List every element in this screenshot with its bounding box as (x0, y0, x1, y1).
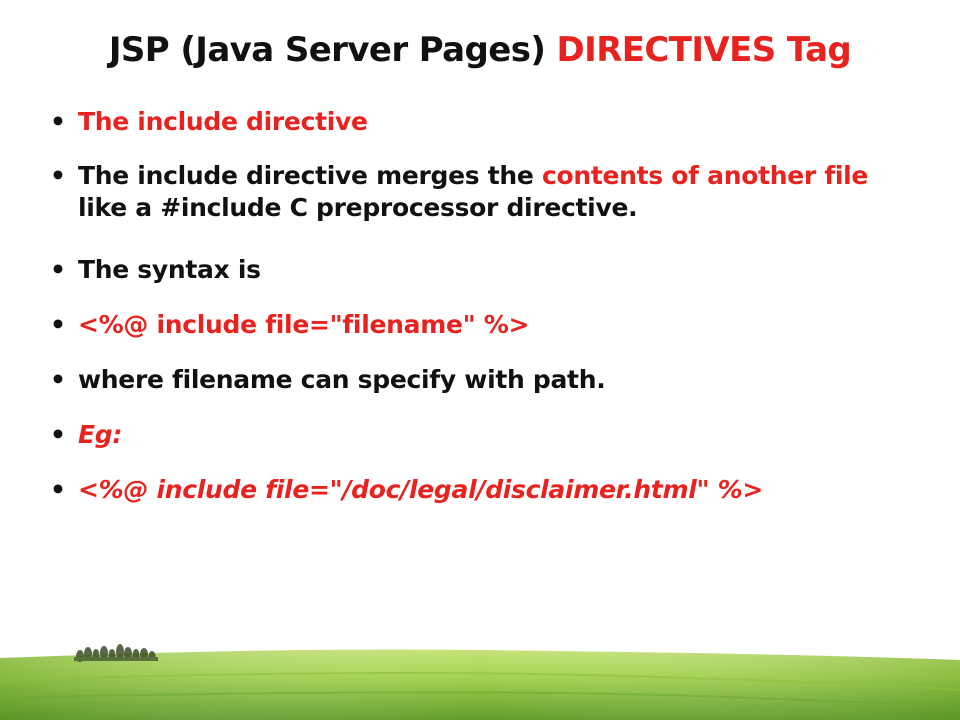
tree-line-icon (74, 644, 158, 662)
bullet-example-code: <%@ include file="/doc/legal/disclaimer.… (78, 475, 764, 504)
grass-landscape (0, 644, 960, 720)
bullet-text: The syntax is (78, 255, 261, 284)
bullet-item: • The syntax is (50, 254, 870, 286)
bullet-dot-icon: • (50, 475, 66, 504)
bullet-text-highlight: contents of another file (541, 161, 869, 190)
bullet-dot-icon: • (50, 255, 66, 284)
bullet-item: • The include directive (50, 106, 870, 138)
bullet-example-label: Eg: (78, 420, 123, 449)
bullet-item: • <%@ include file="/doc/legal/disclaime… (50, 474, 870, 506)
bullet-list: • The include directive • The include di… (50, 106, 870, 506)
bullet-dot-icon: • (50, 310, 66, 339)
bullet-item: • The include directive merges the conte… (50, 160, 870, 224)
bullet-item: • <%@ include file="filename" %> (50, 309, 870, 341)
bullet-dot-icon: • (50, 365, 66, 394)
bullet-dot-icon: • (50, 420, 66, 449)
slide-title: JSP (Java Server Pages) DIRECTIVES Tag (0, 30, 960, 70)
bullet-text: like a #include C preprocessor directive… (78, 193, 638, 222)
bullet-dot-icon: • (50, 161, 66, 190)
bullet-item: • Eg: (50, 419, 870, 451)
bullet-text: The include directive (78, 107, 368, 136)
bullet-text: The include directive merges the (78, 161, 542, 190)
bullet-dot-icon: • (50, 107, 66, 136)
bullet-item: • where filename can specify with path. (50, 364, 870, 396)
bullet-text: where filename can specify with path. (78, 365, 606, 394)
title-main: JSP (Java Server Pages) (108, 30, 557, 70)
bullet-code: <%@ include file="filename" %> (78, 310, 530, 339)
title-accent: DIRECTIVES Tag (556, 30, 852, 70)
